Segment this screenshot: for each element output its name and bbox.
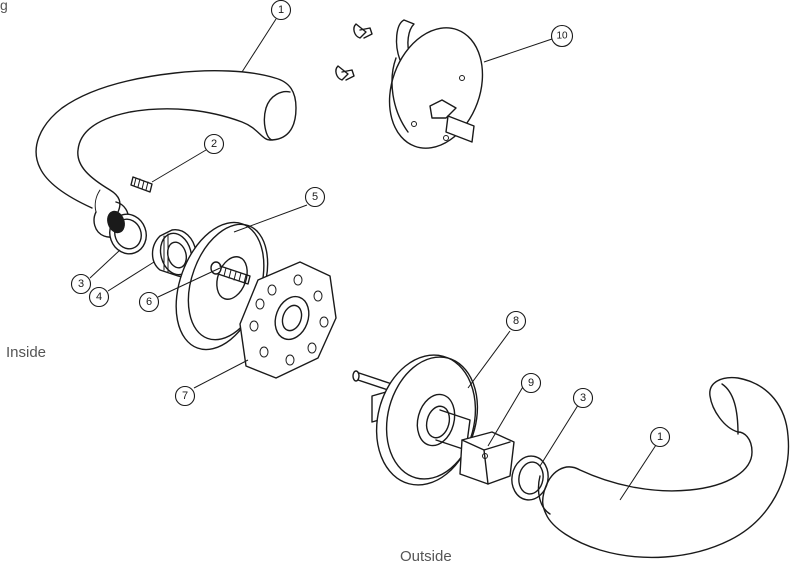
cropped-heading-fragment: g — [0, 0, 8, 13]
callout-6: 6 — [138, 291, 160, 313]
square-spindle-adaptor — [459, 431, 515, 485]
callout-3-inside: 3 — [70, 273, 92, 295]
callout-number: 5 — [312, 191, 318, 203]
outside-label: Outside — [400, 548, 452, 565]
callout-8: 8 — [505, 310, 527, 332]
mounting-plate — [239, 261, 337, 379]
callout-number: 1 — [657, 431, 663, 443]
outside-rosette-with-spindle — [352, 354, 479, 486]
callout-number: 3 — [580, 392, 586, 404]
inside-label: Inside — [6, 344, 46, 361]
callout-7: 7 — [174, 385, 196, 407]
callout-2: 2 — [203, 133, 225, 155]
set-screw — [130, 176, 153, 193]
outside-lever-handle — [537, 376, 790, 559]
callout-10: 10 — [550, 24, 574, 48]
callout-5: 5 — [304, 186, 326, 208]
callout-number: 2 — [211, 138, 217, 150]
trim-screws — [335, 23, 373, 81]
callout-3-outside: 3 — [572, 387, 594, 409]
spacer-ring-outside — [511, 455, 549, 501]
callout-1-bottom: 1 — [649, 426, 671, 448]
callout-number: 4 — [96, 291, 102, 303]
callout-1-top: 1 — [270, 0, 292, 21]
inside-lever-handle — [35, 70, 297, 238]
callout-number: 9 — [528, 377, 534, 389]
rose-with-spindle — [388, 19, 484, 149]
callout-number: 8 — [513, 315, 519, 327]
callout-number: 3 — [78, 278, 84, 290]
callout-number: 10 — [556, 31, 568, 42]
callout-number: 1 — [278, 4, 284, 16]
callout-number: 7 — [182, 390, 188, 402]
spacer-ring-inside — [107, 210, 147, 255]
callout-number: 6 — [146, 296, 152, 308]
callout-4: 4 — [88, 286, 110, 308]
callout-9: 9 — [520, 372, 542, 394]
leader-lines — [89, 18, 657, 501]
